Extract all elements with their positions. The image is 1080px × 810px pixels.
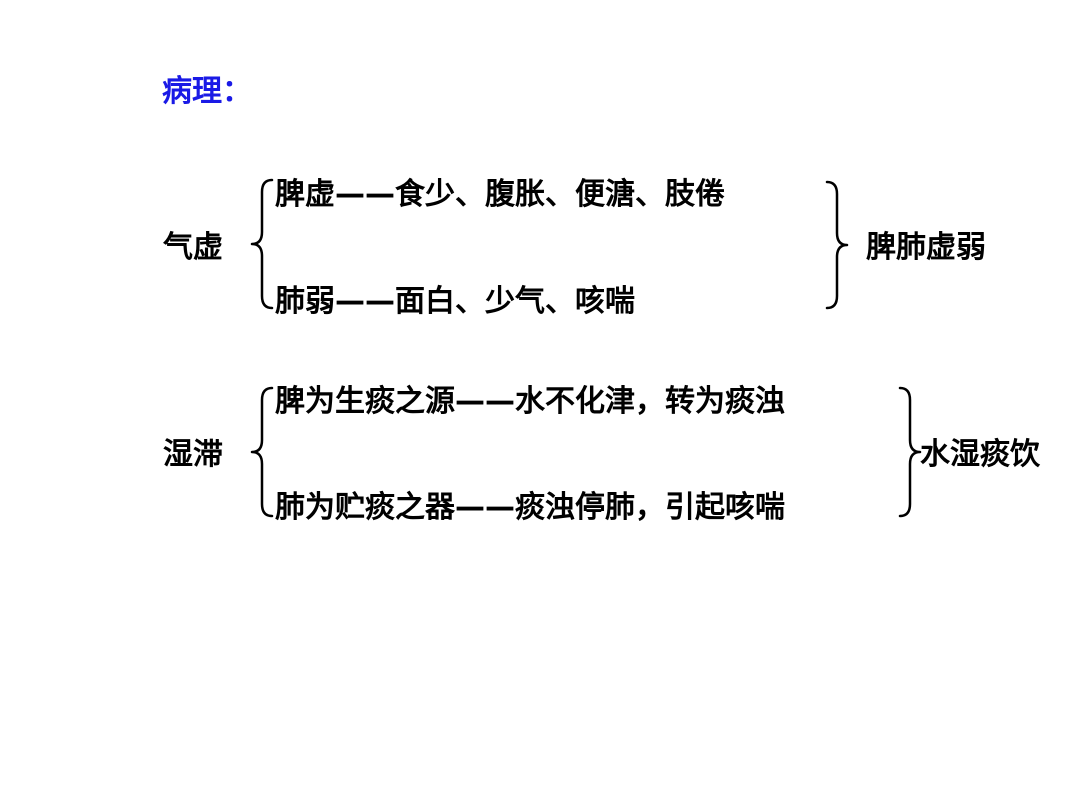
page-title: 病理： bbox=[162, 74, 252, 109]
group-lower-line: 肺为贮痰之器——痰浊停肺，引起咳喘 bbox=[275, 490, 785, 525]
group-result: 脾肺虚弱 bbox=[866, 230, 986, 265]
left-brace bbox=[250, 178, 274, 310]
group-result: 水湿痰饮 bbox=[920, 437, 1040, 472]
left-brace bbox=[250, 386, 274, 518]
group-upper-line: 脾为生痰之源——水不化津，转为痰浊 bbox=[275, 384, 785, 419]
right-brace bbox=[825, 180, 849, 310]
group-lower-line: 肺弱——面白、少气、咳喘 bbox=[275, 284, 635, 319]
group-label: 湿滞 bbox=[163, 437, 223, 472]
right-brace bbox=[898, 386, 922, 518]
group-upper-line: 脾虚——食少、腹胀、便溏、肢倦 bbox=[275, 177, 725, 212]
group-label: 气虚 bbox=[163, 230, 223, 265]
